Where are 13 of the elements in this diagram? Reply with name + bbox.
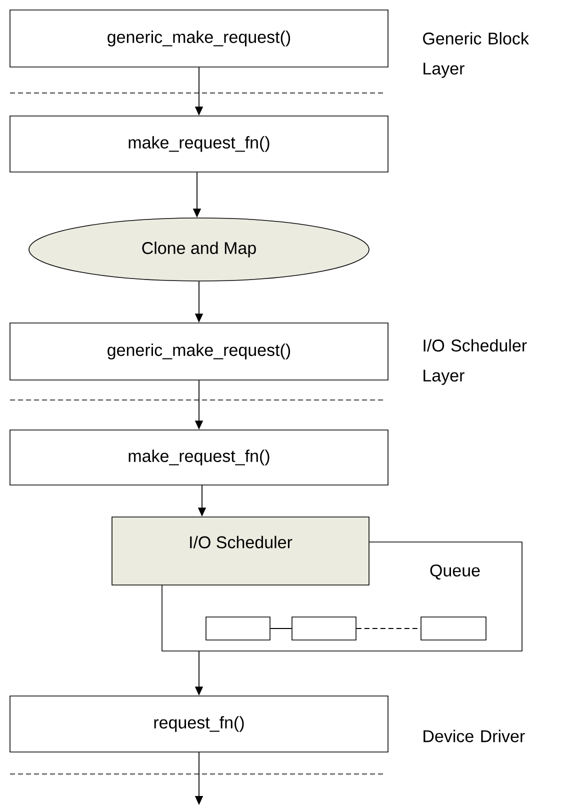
queue-item-box — [206, 616, 270, 640]
layer-label: Device Driver — [424, 730, 525, 742]
function-box: request_fn() — [10, 696, 388, 752]
function-box: make_request_fn() — [10, 116, 388, 172]
connector-line — [270, 628, 292, 629]
queue-item-box — [420, 616, 486, 640]
layer-label: I/O Scheduler Layer — [424, 339, 527, 385]
scheduler-box: I/O Scheduler — [112, 516, 370, 586]
function-box: generic_make_request() — [10, 322, 388, 380]
queue-item-box — [292, 616, 356, 640]
function-box: make_request_fn() — [10, 430, 388, 486]
layer-label: Generic Block Layer — [423, 32, 529, 78]
function-box: generic_make_request() — [10, 10, 388, 68]
